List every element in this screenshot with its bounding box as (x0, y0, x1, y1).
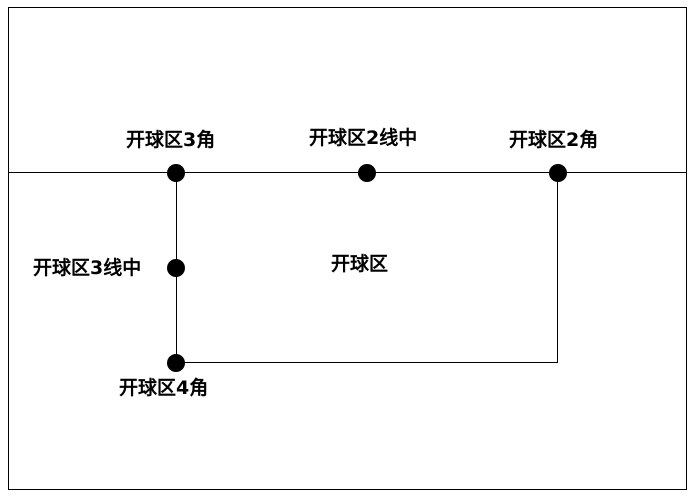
corner3-label: 开球区3角 (126, 129, 216, 151)
kickoff-zone-label: 开球区 (331, 253, 389, 275)
corner4-label: 开球区4角 (119, 377, 209, 399)
corner3-point (167, 164, 185, 182)
side3-mid-label: 开球区3线中 (33, 257, 142, 279)
side2-mid-point (358, 164, 376, 182)
side2-mid-label: 开球区2线中 (309, 127, 418, 149)
corner4-point (167, 354, 185, 372)
corner2-point (549, 164, 567, 182)
side3-mid-point (167, 259, 185, 277)
corner2-label: 开球区2角 (509, 129, 599, 151)
outer-border (8, 7, 687, 490)
